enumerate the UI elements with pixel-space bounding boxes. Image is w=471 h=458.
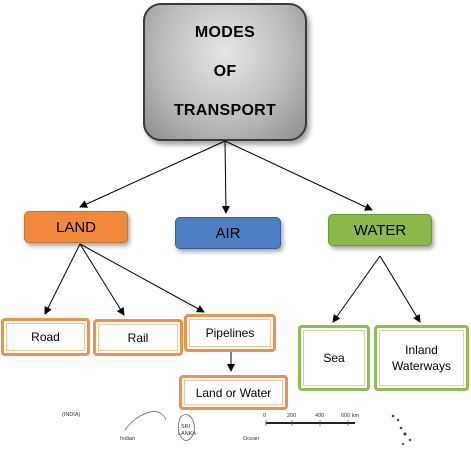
- node-land-or-water-label: Land or Water: [195, 385, 272, 400]
- root-title-line-3: TRANSPORT: [173, 102, 277, 120]
- map-label-sri: SRI: [181, 424, 191, 430]
- node-rail: Rail: [93, 319, 183, 356]
- node-inland-waterways: Inland Waterways: [374, 325, 469, 391]
- node-land-or-water: Land or Water: [179, 375, 288, 410]
- category-air-label: AIR: [215, 224, 241, 242]
- node-rail-label: Rail: [127, 330, 149, 345]
- map-label-lanka: LANKA: [178, 431, 197, 437]
- category-land-label: LAND: [55, 218, 96, 236]
- scale-label-200: 200: [287, 413, 297, 419]
- arrow-root-to-land: [79, 140, 226, 208]
- arrow-land-to-pipelines: [79, 243, 205, 313]
- node-road-label: Road: [31, 330, 60, 344]
- arrow-land-to-rail: [79, 243, 125, 316]
- category-water: WATER: [328, 214, 432, 246]
- root-node-modes-of-transport: MODES OF TRANSPORT: [143, 3, 307, 141]
- root-title-line-1: MODES: [194, 23, 256, 41]
- node-sea: Sea: [298, 325, 370, 391]
- map-fragment: [124, 411, 412, 446]
- map-label-india: (INDIA): [62, 412, 81, 418]
- arrow-land-to-road: [44, 243, 81, 315]
- island-dots: [391, 414, 412, 446]
- coastline-india: [124, 411, 167, 431]
- arrow-root-to-air: [221, 140, 230, 214]
- node-pipelines: Pipelines: [184, 314, 276, 352]
- node-inland-waterways-label: Inland Waterways: [392, 342, 451, 373]
- scale-label-600: 600 km: [341, 413, 360, 419]
- node-pipelines-label: Pipelines: [205, 326, 255, 340]
- scale-label-400: 400: [315, 413, 325, 419]
- root-title-line-2: OF: [213, 62, 237, 80]
- arrow-root-to-water: [224, 140, 373, 211]
- category-water-label: WATER: [353, 221, 407, 239]
- map-label-indian: Indian: [120, 436, 135, 442]
- node-road: Road: [1, 318, 90, 356]
- map-label-ocean: Ocean: [243, 436, 260, 442]
- arrow-water-to-sea: [332, 255, 381, 323]
- category-air: AIR: [175, 217, 281, 249]
- scale-label-0: 0: [263, 413, 267, 419]
- arrow-water-to-inland: [379, 255, 421, 323]
- category-land: LAND: [24, 211, 128, 243]
- node-sea-label: Sea: [323, 351, 345, 365]
- island-sri-lanka: [178, 414, 195, 441]
